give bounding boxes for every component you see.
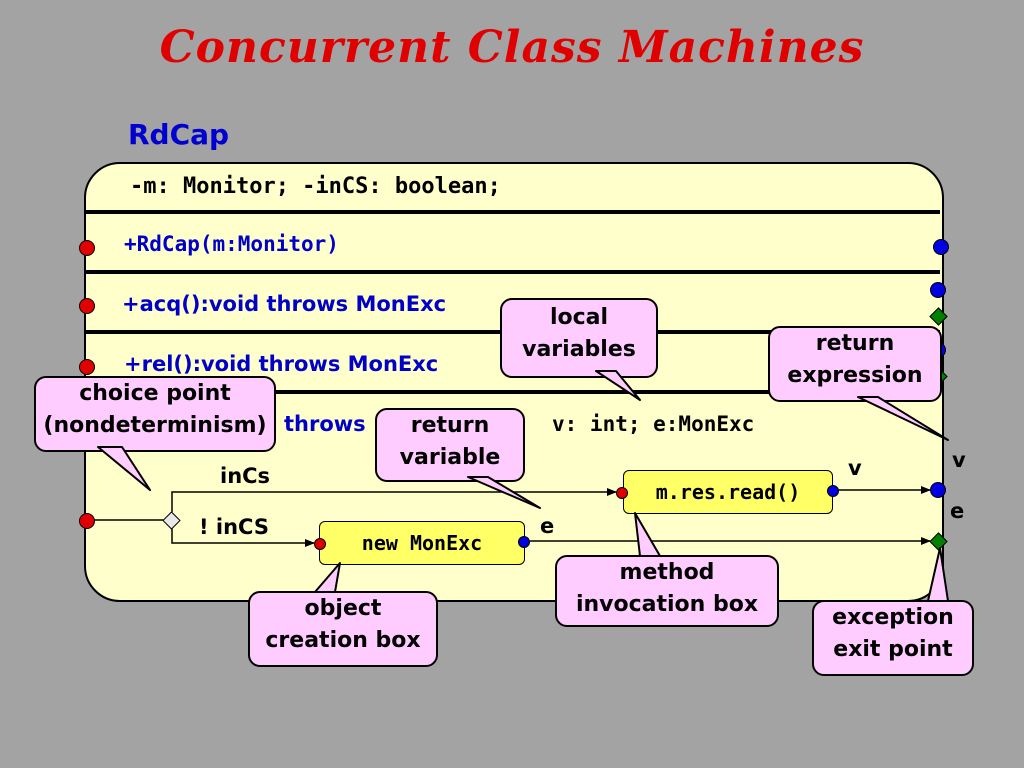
callout-line: method <box>619 560 715 585</box>
callout-method-invocation: method invocation box <box>555 555 779 627</box>
method-invocation-box: m.res.read() <box>623 470 833 514</box>
compartment-divider <box>86 270 940 274</box>
callout-line: choice point <box>79 381 231 406</box>
callout-line: object <box>304 596 382 621</box>
callout-line: variable <box>399 445 501 470</box>
callout-line: return <box>410 413 490 438</box>
guard-false-label: ! inCS <box>199 515 269 539</box>
read-method-signature: throws <box>284 412 366 436</box>
callout-local-variables: local variables <box>500 298 658 378</box>
callout-return-variable: return variable <box>375 408 525 482</box>
callout-choice-point: choice point (nondeterminism) <box>34 376 276 452</box>
guard-true-label: inCs <box>220 464 271 488</box>
callout-return-expression: return expression <box>768 326 942 402</box>
constructor-signature: +RdCap(m:Monitor) <box>124 232 339 256</box>
attributes-text: -m: Monitor; -inCS: boolean; <box>130 174 501 199</box>
callout-line: invocation box <box>575 592 759 617</box>
object-creation-pointer <box>314 562 341 593</box>
callout-line: creation box <box>265 628 421 653</box>
e-exit-label: e <box>950 499 965 523</box>
method-invocation-pointer <box>634 512 661 557</box>
v-exit-label: v <box>952 448 966 472</box>
true-branch-arrow <box>171 488 617 512</box>
ctor-entry-point <box>79 240 95 256</box>
callout-line: return <box>815 331 895 356</box>
read-exit-point <box>930 482 946 498</box>
compartment-divider <box>86 210 940 214</box>
rel-entry-point <box>79 359 95 375</box>
local-variables-text: v: int; e:MonExc <box>552 412 755 436</box>
local-variables-pointer <box>595 370 641 401</box>
page-title: Concurrent Class Machines <box>159 22 865 73</box>
exception-exit-pointer <box>927 547 949 602</box>
callout-line: local <box>549 305 609 330</box>
callout-line: exception <box>832 605 954 630</box>
acq-exit-point <box>930 282 946 298</box>
invocation-exit-point <box>827 485 839 497</box>
creation-exit-point <box>518 536 530 548</box>
acq-entry-point <box>79 298 95 314</box>
callout-line: (nondeterminism) <box>43 413 267 438</box>
object-creation-box: new MonExc <box>319 521 525 565</box>
return-variable-pointer <box>467 476 541 509</box>
acq-method-signature: +acq():void throws MonExc <box>122 292 447 316</box>
rel-method-signature: +rel():void throws MonExc <box>124 352 439 376</box>
ctor-exit-point <box>933 239 949 255</box>
choice-point-pointer <box>97 446 151 491</box>
class-name: RdCap <box>128 118 230 151</box>
compartment-divider <box>86 390 940 394</box>
callout-exception-exit-point: exception exit point <box>812 600 974 676</box>
read-entry-point <box>79 513 95 529</box>
return-expression-pointer <box>857 396 949 441</box>
e-inner-label: e <box>540 514 555 538</box>
creation-entry-point <box>314 538 326 550</box>
v-inner-label: v <box>848 456 862 480</box>
false-branch-arrow <box>171 528 315 547</box>
callout-line: variables <box>522 337 636 362</box>
callout-line: expression <box>787 363 923 388</box>
callout-object-creation: object creation box <box>248 591 438 667</box>
invocation-entry-point <box>616 487 628 499</box>
callout-line: exit point <box>833 637 953 662</box>
